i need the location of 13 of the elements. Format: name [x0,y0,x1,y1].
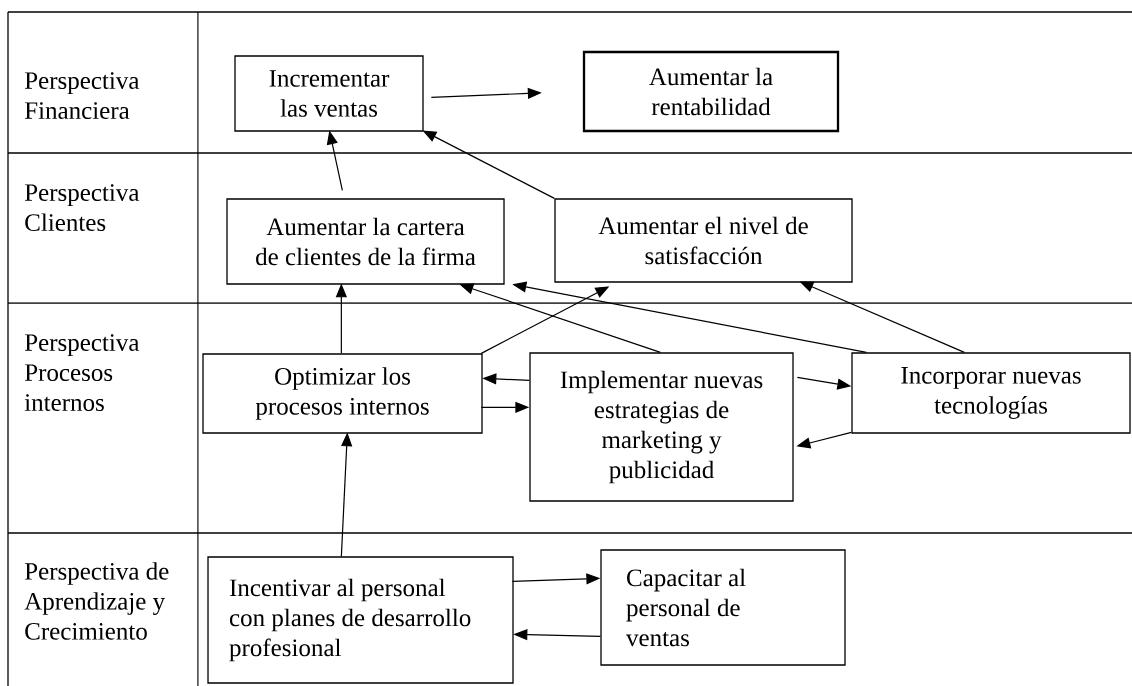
process-box: Incorporar nuevas tecnologías [851,352,1131,434]
process-box: Implementar nuevas estrategias de marketing y publicidad [529,352,794,502]
process-box: Capacitar al personal de ventas [600,549,846,666]
process-box: Aumentar la cartera de clientes de la firma [226,198,505,285]
row-label: Perspectiva Financiera [24,72,140,119]
process-box: Aumentar el nivel de satisfacción [554,198,853,283]
row-label: Perspectiva de Aprendizaje y Crecimiento [24,562,169,640]
process-box: Incrementar las ventas [234,55,424,132]
row-label: Perspectiva Clientes [24,184,140,231]
process-box: Aumentar la rentabilidad [582,50,840,133]
process-box: Incentivar al personal con planes de desarrollo profesional [207,556,514,684]
process-box: Optimizar los procesos internos [202,353,483,434]
row-label: Perspectiva Procesos internos [24,334,140,411]
